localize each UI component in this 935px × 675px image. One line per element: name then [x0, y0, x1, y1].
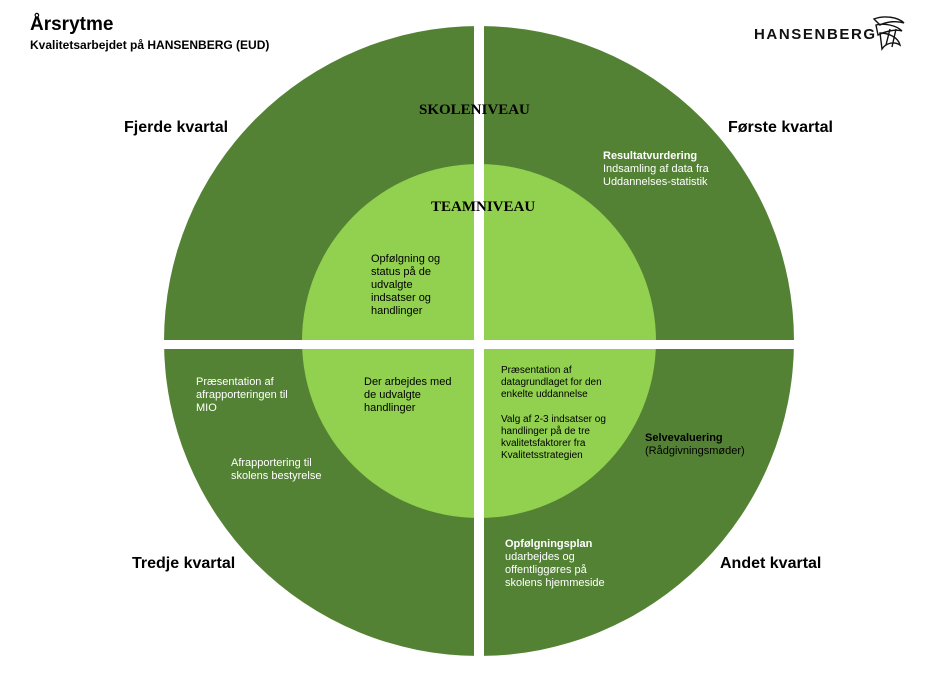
level-label-outer: SKOLENIVEAU	[419, 102, 530, 118]
item-text: (Rådgivningsmøder)	[645, 445, 745, 457]
quarter-label-third: Tredje kvartal	[132, 555, 236, 572]
item-resultatvurdering: Resultatvurdering Indsamling af data fra…	[603, 150, 733, 189]
item-title: Selvevaluering	[645, 432, 723, 444]
item-afrapportering-bestyrelse: Afrapportering til skolens bestyrelse	[231, 457, 341, 483]
item-opfoelgning-status: Opfølgning og status på de udvalgte inds…	[371, 253, 453, 318]
item-title: Resultatvurdering	[603, 150, 698, 162]
item-text: Afrapportering til skolens bestyrelse	[231, 457, 322, 482]
item-text: Valg af 2-3 indsatser og handlinger på d…	[501, 414, 606, 461]
item-praesentation-datagrundlag: Præsentation af datagrundlaget for den e…	[501, 365, 613, 401]
item-text: Der arbejdes med de udvalgte handlinger	[364, 376, 452, 414]
item-opfoelgningsplan: Opfølgningsplan udarbejdes og offentligg…	[505, 538, 617, 590]
logo-text: HANSENBERG	[754, 26, 877, 43]
item-selvevaluering: Selvevaluering (Rådgivningsmøder)	[645, 432, 765, 458]
item-praesentation-afrapportering: Præsentation af afrapporteringen til MIO	[196, 376, 296, 415]
page-title: Årsrytme	[30, 14, 114, 35]
item-valg-indsatser: Valg af 2-3 indsatser og handlinger på d…	[501, 414, 613, 462]
hansenberg-logo-icon	[872, 16, 905, 51]
horizontal-divider	[150, 340, 815, 349]
level-label-inner: TEAMNIVEAU	[431, 199, 536, 215]
quarter-label-first: Første kvartal	[728, 119, 833, 136]
item-text: Indsamling af data fra Uddannelses-stati…	[603, 163, 709, 188]
item-text: udarbejdes og offentliggøres på skolens …	[505, 551, 605, 589]
page-subtitle: Kvalitetsarbejdet på HANSENBERG (EUD)	[30, 38, 270, 52]
item-text: Opfølgning og status på de udvalgte inds…	[371, 253, 441, 317]
quarter-label-fourth: Fjerde kvartal	[124, 119, 229, 136]
item-title: Opfølgningsplan	[505, 538, 593, 550]
item-text: Præsentation af afrapporteringen til MIO	[196, 376, 288, 414]
item-der-arbejdes: Der arbejdes med de udvalgte handlinger	[364, 376, 456, 415]
item-text: Præsentation af datagrundlaget for den e…	[501, 365, 602, 400]
quarter-label-second: Andet kvartal	[720, 555, 822, 572]
